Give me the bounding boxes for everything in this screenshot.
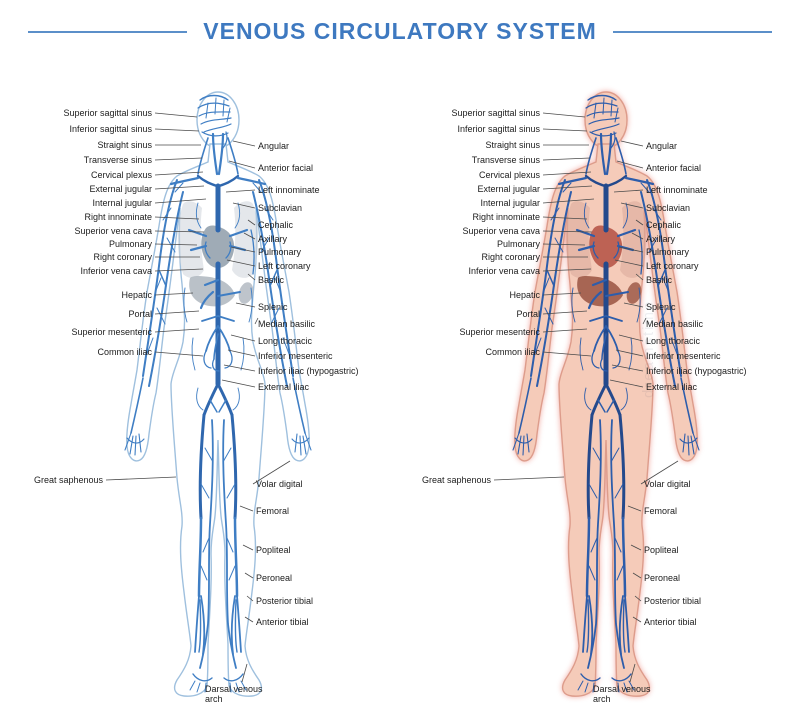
vein-label: Inferior mesenteric (646, 350, 721, 361)
vein-label: Posterior tibial (256, 595, 314, 606)
vein-label: Popliteal (256, 544, 291, 555)
vein-label: External iliac (646, 381, 698, 392)
vein-label: Cephalic (258, 219, 294, 230)
vein-label: Inferior sagittal sinus (69, 123, 152, 134)
vein-label: Long thoracic (258, 335, 313, 346)
vein-label: Inferior vena cava (468, 265, 540, 276)
vein-label: Left innominate (646, 184, 708, 195)
vein-label: Common iliac (485, 346, 540, 357)
title-rule-right (612, 30, 773, 33)
page-title: VENOUS CIRCULATORY SYSTEM (203, 18, 597, 44)
vein-label: Median basilic (646, 318, 704, 329)
vein-label: Great saphenous (33, 474, 103, 485)
vein-label: Right coronary (93, 251, 152, 262)
vein-label: External jugular (89, 183, 152, 194)
vein-label: Straight sinus (97, 139, 152, 150)
vein-label: Pulmonary (258, 246, 302, 257)
vein-label: Median basilic (258, 318, 316, 329)
vein-label: Right innominate (84, 211, 152, 222)
vein-label: Transverse sinus (471, 154, 540, 165)
vein-label: Portal (516, 308, 540, 319)
vein-label: Superior sagittal sinus (451, 107, 540, 118)
vein-label: Anterior tibial (256, 616, 309, 627)
vein-label: Inferior mesenteric (258, 350, 333, 361)
vein-label: Cervical plexus (478, 169, 540, 180)
vein-label: Darsal venous arch (205, 684, 263, 705)
vein-label: Inferior iliac (hypogastric) (258, 365, 359, 376)
vein-label: Posterior tibial (644, 595, 702, 606)
vein-label: Left coronary (646, 260, 699, 271)
vein-label: Great saphenous (421, 474, 491, 485)
vein-label: Superior vena cava (74, 225, 152, 236)
vein-label: Anterior facial (258, 162, 314, 173)
vein-label: Hepatic (509, 289, 540, 300)
vein-label: Popliteal (644, 544, 679, 555)
vein-label: Left coronary (258, 260, 311, 271)
vein-label: Superior mesenteric (71, 326, 152, 337)
vein-label: Superior vena cava (462, 225, 540, 236)
vein-label: Cervical plexus (90, 169, 152, 180)
vein-label: Pulmonary (496, 238, 540, 249)
vein-label: Right innominate (472, 211, 540, 222)
vein-label: Volar digital (256, 478, 303, 489)
vein-label: Straight sinus (485, 139, 540, 150)
vein-label: Inferior sagittal sinus (457, 123, 540, 134)
vein-label: Internal jugular (480, 197, 540, 208)
vein-label: Angular (258, 140, 290, 151)
vein-label: Internal jugular (92, 197, 152, 208)
vein-label: Splenic (646, 301, 676, 312)
vein-label: External jugular (477, 183, 540, 194)
vein-label: Femoral (644, 505, 678, 516)
watermark: dreamstime (640, 299, 657, 398)
vein-label: Angular (646, 140, 678, 151)
vein-label: Left innominate (258, 184, 320, 195)
vein-label: Darsal venous arch (593, 684, 651, 705)
vein-label: Subclavian (646, 202, 691, 213)
vein-label: Basilic (258, 274, 285, 285)
vein-label: Axillary (258, 233, 288, 244)
vein-label: Right coronary (481, 251, 540, 262)
vein-label: Femoral (256, 505, 290, 516)
vein-label: Subclavian (258, 202, 303, 213)
vein-label: Anterior facial (646, 162, 702, 173)
vein-label: Superior mesenteric (459, 326, 540, 337)
vein-label: Superior sagittal sinus (63, 107, 152, 118)
vein-label: Long thoracic (646, 335, 701, 346)
vein-label: Pulmonary (646, 246, 690, 257)
vein-label: Basilic (646, 274, 673, 285)
vein-label: Volar digital (644, 478, 691, 489)
vein-label: External iliac (258, 381, 310, 392)
vein-label: Inferior vena cava (80, 265, 152, 276)
vein-label: Transverse sinus (83, 154, 152, 165)
vein-label: Peroneal (256, 572, 293, 583)
vein-label: Anterior tibial (644, 616, 697, 627)
title-rule-left (28, 30, 188, 33)
title-row: VENOUS CIRCULATORY SYSTEM (0, 18, 800, 45)
vein-label: Pulmonary (108, 238, 152, 249)
vein-label: Portal (128, 308, 152, 319)
vein-label: Axillary (646, 233, 676, 244)
vein-label: Common iliac (97, 346, 152, 357)
vein-label: Cephalic (646, 219, 682, 230)
vein-label: Splenic (258, 301, 288, 312)
vein-label: Hepatic (121, 289, 152, 300)
vein-label: Inferior iliac (hypogastric) (646, 365, 747, 376)
vein-label: Peroneal (644, 572, 681, 583)
